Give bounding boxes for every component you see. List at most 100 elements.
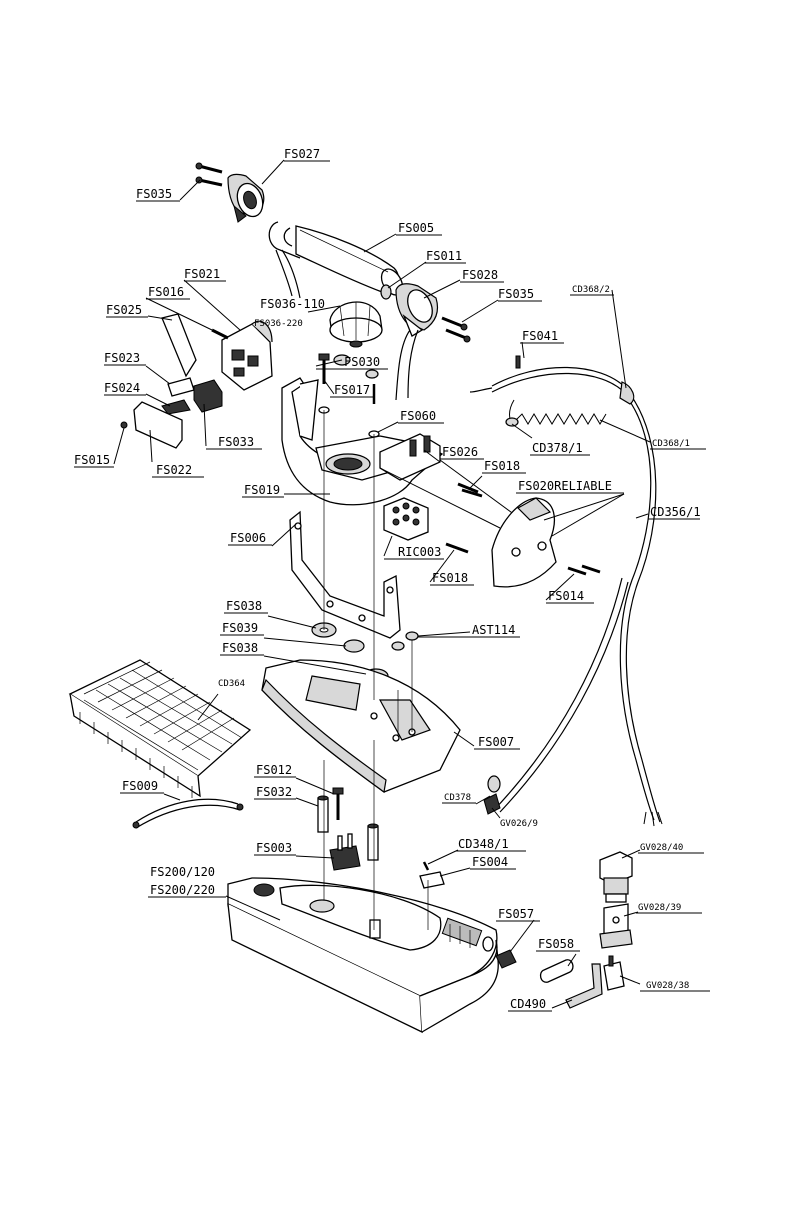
label-cd356-1: CD356/1 <box>650 505 701 519</box>
label-fs007: FS007 <box>478 735 514 749</box>
fs200-soleplate-drawing <box>227 877 499 1034</box>
label-fs021: FS021 <box>184 267 220 281</box>
cd490-elbow-drawing <box>565 963 603 1009</box>
label-ric003: RIC003 <box>398 545 441 559</box>
fs026-terminal-drawing <box>379 433 531 529</box>
label-fs033: FS033 <box>218 435 254 449</box>
leader-lines <box>113 159 651 1009</box>
label-fs032: FS032 <box>256 785 292 799</box>
label-fs038-upper: FS038 <box>226 599 262 613</box>
label-cd368-1: CD368/1 <box>652 439 690 449</box>
cd364-grille-drawing <box>68 659 252 798</box>
label-fs035-right: FS035 <box>498 287 534 301</box>
fs004-bracket-drawing <box>419 871 445 889</box>
cd378-bushing-drawing <box>487 417 519 793</box>
fs036-knob-drawing <box>329 301 383 348</box>
label-fs009: FS009 <box>122 779 158 793</box>
fs005-handle-drawing <box>268 221 404 299</box>
label-fs023: FS023 <box>104 351 140 365</box>
fs016-screw-drawing <box>211 328 229 340</box>
label-cd364: CD364 <box>218 679 245 689</box>
label-fs005: FS005 <box>398 221 434 235</box>
label-fs022: FS022 <box>156 463 192 477</box>
gv028-38-insert-drawing <box>603 955 625 991</box>
label-fs035-top: FS035 <box>136 187 172 201</box>
label-gv028-38: GV028/38 <box>646 981 689 991</box>
fs028-end-cap-drawing <box>395 283 439 401</box>
label-fs011: FS011 <box>426 249 462 263</box>
fs009-wire-drawing <box>132 798 244 829</box>
fs033-switch-block-drawing <box>193 379 223 413</box>
fs023-switch-drawing <box>167 377 195 397</box>
ric003-terminal-block-drawing <box>383 497 429 541</box>
label-fs019: FS019 <box>244 483 280 497</box>
fs007-shell-drawing <box>261 659 461 794</box>
label-cd378-1: CD378/1 <box>532 441 583 455</box>
cd356-cord-drawing <box>483 393 663 827</box>
fs041-cable-drawing <box>469 355 635 405</box>
fs003-thermostat-drawing <box>329 833 361 871</box>
label-fs016: FS016 <box>148 285 184 299</box>
label-gv026-9: GV026/9 <box>500 819 538 829</box>
label-cd378: CD378 <box>444 793 471 803</box>
label-fs036-110: FS036-110 <box>260 297 325 311</box>
label-cd368-2: CD368/2 <box>572 285 610 295</box>
label-fs015: FS015 <box>74 453 110 467</box>
fs039-washer-drawing <box>343 639 405 653</box>
gv028-39-housing-drawing <box>599 903 633 949</box>
fs022-plate-drawing <box>133 401 183 449</box>
label-fs060: FS060 <box>400 409 436 423</box>
fs017-screw-drawing <box>318 353 376 404</box>
label-fs041: FS041 <box>522 329 558 343</box>
label-fs036-220: FS036-220 <box>254 319 303 329</box>
fs060-washer-drawing <box>318 406 380 438</box>
gv028-40-gland-drawing <box>599 851 633 903</box>
label-fs058: FS058 <box>538 937 574 951</box>
label-fs018-upper: FS018 <box>484 459 520 473</box>
fs035-screws-right-drawing <box>441 316 471 343</box>
label-ast114: AST114 <box>472 623 515 637</box>
label-fs028: FS028 <box>462 268 498 282</box>
fs024-lever-drawing <box>161 399 191 415</box>
label-fs006: FS006 <box>230 531 266 545</box>
label-fs038-lower: FS038 <box>222 641 258 655</box>
label-fs057: FS057 <box>498 907 534 921</box>
fs006-bracket-drawing <box>289 510 401 639</box>
label-fs026: FS026 <box>442 445 478 459</box>
label-fs025: FS025 <box>106 303 142 317</box>
fs058-tube-drawing <box>539 959 574 983</box>
label-fs012: FS012 <box>256 763 292 777</box>
part-drawings <box>68 162 663 1034</box>
label-fs003: FS003 <box>256 841 292 855</box>
fs018-screw-upper-drawing <box>457 482 483 498</box>
ast114-washer-drawing <box>405 631 419 641</box>
label-fs039: FS039 <box>222 621 258 635</box>
fs025-strip-drawing <box>161 313 197 378</box>
fs015-screw-drawing <box>120 421 128 429</box>
label-cd348-1: CD348/1 <box>458 837 509 851</box>
part-labels: FS027 FS035 FS005 FS011 FS028 FS035 FS02… <box>74 147 710 1012</box>
label-fs018-lower: FS018 <box>432 571 468 585</box>
fs011-nut-drawing <box>380 284 392 300</box>
fs032-spacer-drawing <box>317 795 379 861</box>
label-fs014: FS014 <box>548 589 584 603</box>
fs020-rear-cover-drawing <box>491 497 557 588</box>
label-gv028-39: GV028/39 <box>638 903 681 913</box>
label-fs200-220: FS200/220 <box>150 883 215 897</box>
label-fs017: FS017 <box>334 383 370 397</box>
fs018-screw-lower-drawing <box>445 542 469 554</box>
label-cd490: CD490 <box>510 997 546 1011</box>
fs021-thermostat-housing-drawing <box>221 320 273 391</box>
label-fs030: FS030 <box>344 355 380 369</box>
label-fs024: FS024 <box>104 381 140 395</box>
label-fs004: FS004 <box>472 855 508 869</box>
fs027-end-cap-drawing <box>227 173 265 223</box>
label-gv028-40: GV028/40 <box>640 843 683 853</box>
cd348-clip-drawing <box>422 861 430 871</box>
label-fs020-reliable: FS020RELIABLE <box>518 479 612 493</box>
fs035-screws-top-drawing <box>195 162 223 187</box>
fs057-knob-drawing <box>495 949 517 969</box>
label-fs200-120: FS200/120 <box>150 865 215 879</box>
fs014-screws-drawing <box>567 564 601 576</box>
